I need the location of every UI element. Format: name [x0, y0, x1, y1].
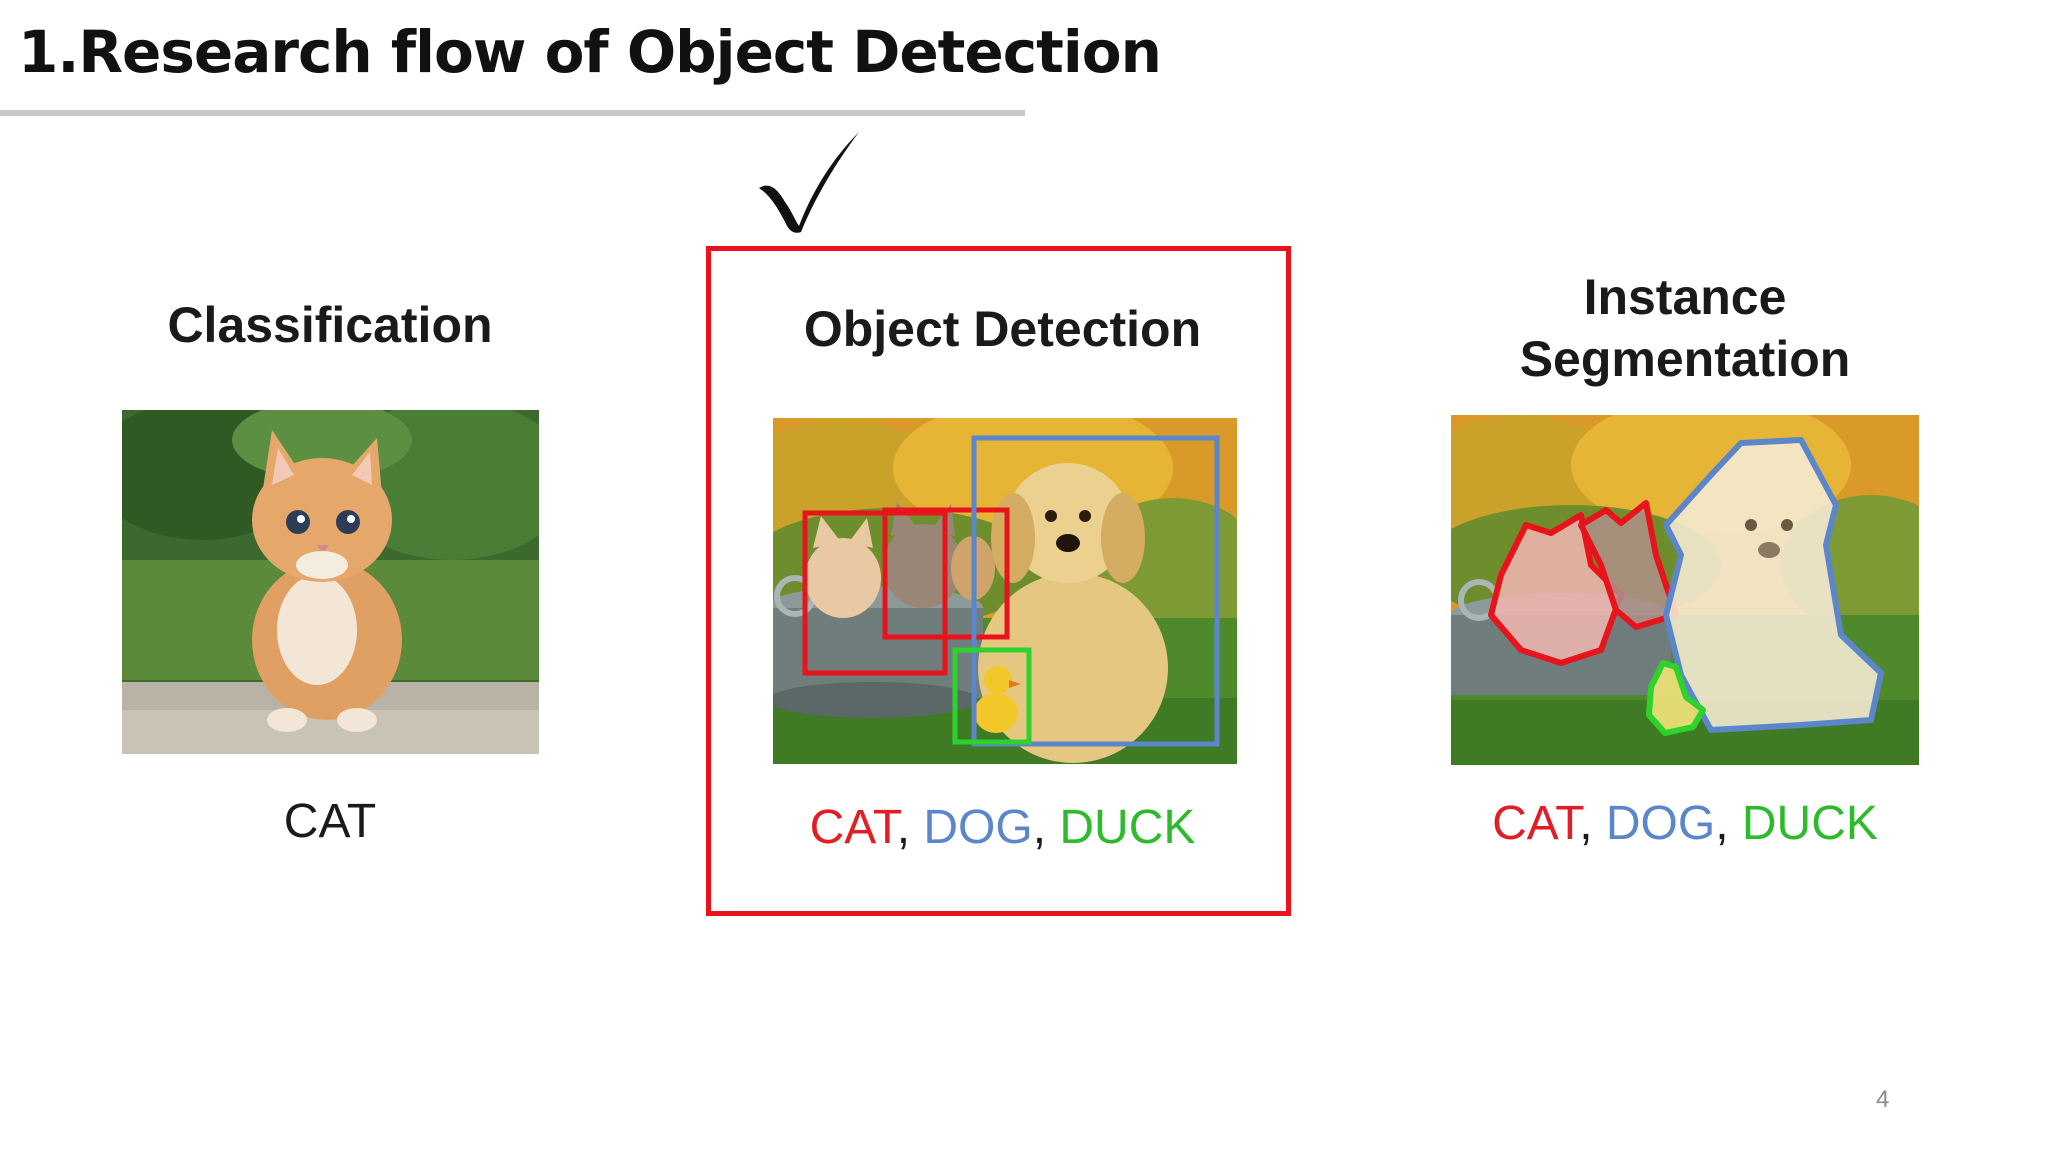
label-duck: DUCK	[1059, 801, 1196, 854]
checkmark-icon	[759, 132, 859, 233]
object-detection-title: Object Detection	[803, 301, 1202, 357]
object-detection-labels: CAT, DOG, DUCK	[760, 800, 1245, 855]
label-separator: ,	[1032, 801, 1060, 854]
object-detection-highlight-frame	[706, 246, 1291, 916]
slide-title: 1.Research flow of Object Detection	[18, 18, 1162, 86]
classification-cat-image	[122, 410, 539, 754]
instance-segmentation-labels: CAT, DOG, DUCK	[1430, 796, 1940, 851]
classification-label: CAT	[283, 795, 377, 848]
label-separator: ,	[896, 801, 924, 854]
instance-segmentation-title-line1: Instance	[1583, 269, 1787, 325]
label-cat: CAT	[809, 801, 897, 854]
classification-title: Classification	[167, 297, 493, 353]
label-separator: ,	[1579, 797, 1606, 850]
label-dog: DOG	[1605, 797, 1716, 850]
instance-segmentation-title-line2: Segmentation	[1519, 331, 1851, 387]
instance-segmentation-image	[1451, 415, 1919, 765]
instance-segmentation-title: Instance Segmentation	[1430, 266, 1940, 390]
label-duck: DUCK	[1741, 797, 1878, 850]
object-detection-image	[773, 418, 1237, 764]
label-cat: CAT	[1492, 797, 1580, 850]
page-number: 4	[1876, 1086, 1890, 1113]
label-dog: DOG	[923, 801, 1033, 854]
title-underline	[0, 110, 1025, 116]
label-separator: ,	[1715, 797, 1742, 850]
